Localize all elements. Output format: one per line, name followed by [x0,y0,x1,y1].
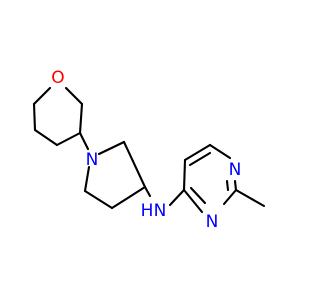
bond-pyr-c5-c6-double [188,151,212,167]
bond-cc-cd [83,189,114,210]
bond-c4-n-pyrrolidine [78,131,90,151]
bond-pyr-c4-c5 [182,158,187,192]
molecule-structure-diagram: O N N H N N [32,68,266,232]
bond-pyr-n3-c4-double [189,186,207,205]
amine-nitrogen-label: N [154,201,167,221]
bond-c2-methyl [234,188,266,208]
bond-c2-c3 [32,102,37,132]
pyrimidine-nitrogen-3-label: N [206,212,219,232]
pyrimidine-nitrogen-1-label: N [229,160,242,180]
bond-cb-n-amine [143,185,152,198]
bond-c5-c6 [78,102,84,135]
bond-c6-o [64,86,84,106]
bond-pyr-c6-n1 [208,143,232,160]
bond-pyr-n1-c2 [233,179,238,192]
bond-cd-n [83,165,91,193]
bond-c4-c5 [55,131,82,147]
bond-pyr-n1-c2-double [225,179,230,192]
bond-n-ca [97,140,126,156]
bond-cb-cc [110,185,147,210]
bond-pyr-n3-c4 [182,188,204,214]
pyrrolidine-nitrogen-label: N [86,150,99,170]
bond-n-amine-c4-pyrimidine [168,188,186,207]
amine-hydrogen-label: H [141,201,154,221]
bond-o-c2 [32,86,52,106]
bond-pyr-c5-c6 [183,143,212,162]
bond-c3-c4 [33,128,59,147]
oxygen-label: O [51,68,64,88]
bond-ca-cb [122,140,147,189]
bond-pyr-c2-n3 [222,188,238,206]
structure-canvas: O N N H N N [32,68,266,232]
